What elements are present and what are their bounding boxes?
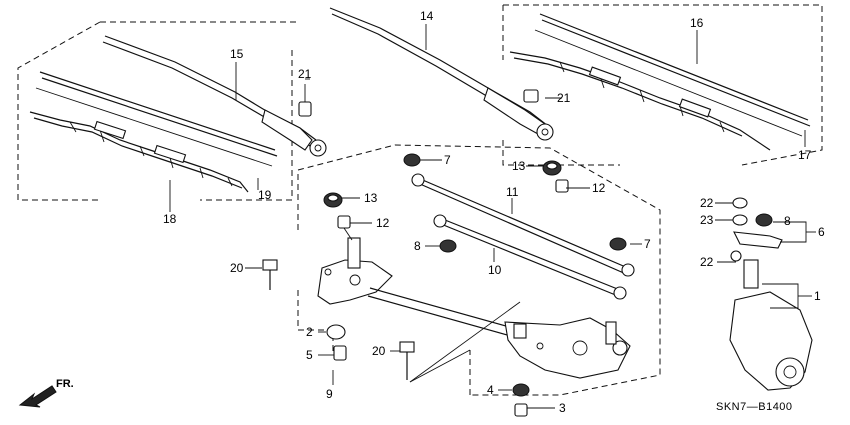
linkage-frame xyxy=(317,237,631,379)
nut-2 xyxy=(326,324,346,340)
left-blade-box xyxy=(17,21,300,201)
callout-18: 18 xyxy=(163,212,177,226)
nut-4 xyxy=(512,383,530,397)
callout-12-left: 12 xyxy=(376,216,390,230)
callout-10: 10 xyxy=(488,263,502,277)
callout-7-top: 7 xyxy=(444,153,451,167)
right-wiper-arm xyxy=(329,7,554,141)
diagram-code: SKN7—B1400 xyxy=(716,401,793,413)
callout-19: 19 xyxy=(258,188,272,202)
front-label: FR. xyxy=(56,378,74,390)
cap-8-motor xyxy=(755,213,773,227)
callout-20-left: 20 xyxy=(230,261,244,275)
cap-7-top xyxy=(403,153,421,167)
callout-8-motor: 8 xyxy=(784,214,791,228)
callout-22: 22 xyxy=(700,255,714,269)
bolt-20-center xyxy=(399,341,415,380)
callout-1: 1 xyxy=(814,289,821,303)
bushing-12-left xyxy=(337,215,353,241)
bolt-20-left xyxy=(262,259,278,290)
nut-23 xyxy=(732,197,748,209)
callout-13-left: 13 xyxy=(364,191,378,205)
callout-13-right: 13 xyxy=(512,159,526,173)
front-arrow-icon xyxy=(18,385,57,408)
callout-2: 2 xyxy=(306,325,313,339)
callout-14: 14 xyxy=(420,9,434,23)
grommet-13-left xyxy=(323,192,343,208)
callout-21-right: 21 xyxy=(557,91,571,105)
wiper-motor xyxy=(729,250,813,391)
cap-7-right xyxy=(609,237,627,251)
callout-8-linkage: 8 xyxy=(414,239,421,253)
front-direction-indicator: FR. xyxy=(18,378,74,408)
callout-7-right: 7 xyxy=(644,237,651,251)
grommet-13-right xyxy=(542,160,562,176)
callout-21-left: 21 xyxy=(298,67,312,81)
callout-labels: 15 14 16 21 21 17 19 18 7 13 12 11 13 12… xyxy=(163,9,825,415)
callout-17: 17 xyxy=(798,148,812,162)
crank-arm xyxy=(733,231,783,249)
callout-23: 22 xyxy=(700,196,714,210)
bushing-12-right xyxy=(555,179,569,193)
left-wiper-arm xyxy=(102,35,327,157)
right-blade-box xyxy=(502,4,823,166)
linkage-box xyxy=(297,144,661,396)
linkage-rod-10 xyxy=(433,214,627,300)
leader-lines xyxy=(169,24,816,409)
callout-15: 15 xyxy=(230,47,244,61)
bushing-3 xyxy=(514,403,528,417)
callout-5: 5 xyxy=(306,348,313,362)
callout-11: 11 xyxy=(506,185,519,199)
callout-20-center: 20 xyxy=(372,344,386,358)
left-wiper-blade xyxy=(29,71,278,193)
callout-16: 16 xyxy=(690,16,704,30)
callout-12-right: 12 xyxy=(592,181,606,195)
callout-9: 9 xyxy=(326,387,333,401)
callout-24: 23 xyxy=(700,213,714,227)
bushing-5 xyxy=(333,345,347,361)
callout-6: 6 xyxy=(818,225,825,239)
callout-3: 3 xyxy=(559,401,566,415)
washer-24 xyxy=(732,214,748,226)
nut-21-right xyxy=(523,89,539,103)
callout-4: 4 xyxy=(487,383,494,397)
nut-21-left xyxy=(298,84,312,117)
linkage-rod-11 xyxy=(411,173,635,277)
right-wiper-blade xyxy=(509,13,811,151)
cap-8-linkage xyxy=(439,239,457,253)
